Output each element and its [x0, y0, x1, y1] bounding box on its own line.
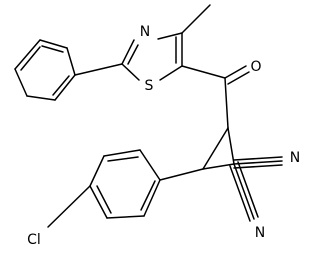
cyclopropane-ring	[202, 127, 235, 170]
bond-phenyl-thiazole	[74, 63, 123, 76]
chlorophenyl-ring	[89, 149, 161, 219]
nitrile-2	[229, 161, 259, 222]
bond-aryl-chlorine	[47, 185, 91, 228]
atom-label-o-carbonyl: O	[250, 59, 261, 75]
bond-methyl	[181, 4, 211, 34]
atom-label-n-thiazole: N	[140, 24, 150, 40]
atom-label-n-nitrile-1: N	[290, 150, 300, 166]
bond-carbonyl-cyclopropane	[224, 77, 229, 129]
carbonyl-double-bond	[224, 65, 250, 85]
atom-label-cl: Cl	[27, 232, 41, 248]
nitrile-1	[233, 156, 283, 169]
bond-thiazole-carbonyl	[181, 65, 226, 79]
atom-label-s-thiazole: S	[145, 78, 154, 94]
thiazole-ring	[121, 32, 183, 81]
phenyl-ring	[14, 39, 76, 101]
atom-label-n-nitrile-2: N	[255, 225, 265, 241]
bond-cyclopropane-aryl	[159, 168, 204, 181]
